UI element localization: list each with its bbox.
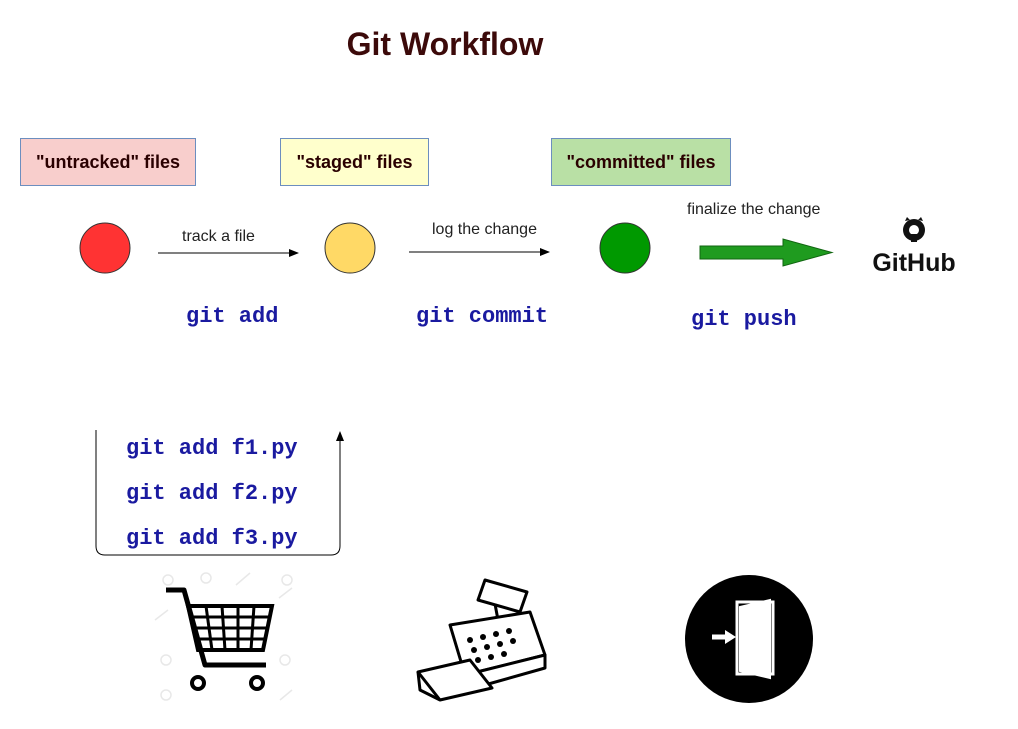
- page-title: Git Workflow: [346, 26, 544, 62]
- git-commit-command: git commit: [416, 304, 549, 329]
- log-the-change-label: log the change: [432, 221, 537, 238]
- finalize-the-change-label: finalize the change: [687, 201, 821, 218]
- track-a-file-label: track a file: [182, 228, 255, 245]
- github-wordmark: GitHub: [872, 249, 955, 277]
- exit-door-icon: [685, 575, 813, 703]
- add-examples-bracket: [95, 430, 344, 556]
- git-add-command: git add: [186, 304, 279, 329]
- untracked-files-box: "untracked" files: [20, 138, 196, 186]
- push-arrow: [699, 238, 834, 267]
- staged-state-dot: [324, 222, 376, 274]
- untracked-state-dot: [79, 222, 131, 274]
- add-example-line: git add f3.py: [126, 526, 298, 551]
- cash-register-icon: [416, 578, 547, 702]
- shopping-cart-icon: [154, 572, 293, 701]
- committed-state-dot: [599, 222, 651, 274]
- committed-files-box: "committed" files: [551, 138, 731, 186]
- add-example-line: git add f1.py: [126, 436, 298, 461]
- git-push-command: git push: [691, 307, 797, 332]
- github-octocat-icon: [903, 217, 925, 242]
- staged-files-box: "staged" files: [280, 138, 429, 186]
- add-example-line: git add f2.py: [126, 481, 298, 506]
